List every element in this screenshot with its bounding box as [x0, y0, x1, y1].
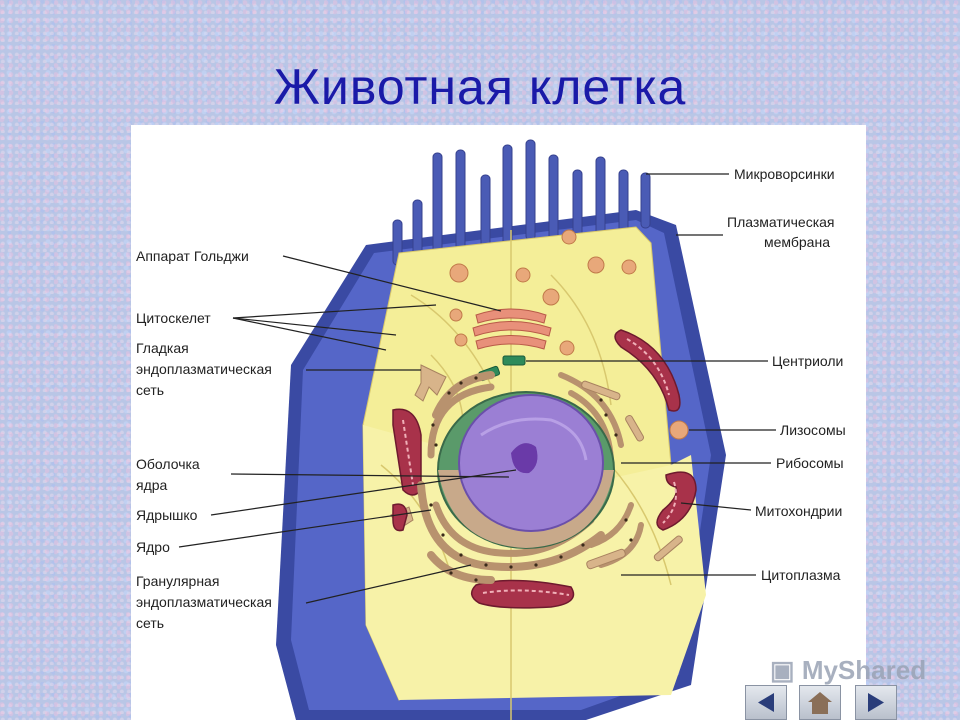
lysosomes: [449, 229, 689, 440]
nucleolus: [511, 443, 538, 474]
label-ribosomes: Рибосомы: [776, 455, 844, 471]
label-microvilli: Микроворсинки: [734, 166, 835, 182]
er-fragments: [581, 380, 683, 570]
label-smooth-er-1: Гладкая: [136, 340, 189, 356]
watermark-logo-icon: ▣: [770, 655, 795, 685]
label-rough-er-2: эндоплазматическая: [136, 594, 272, 610]
label-rough-er-3: сеть: [136, 615, 164, 631]
label-centrioles: Центриоли: [772, 353, 843, 369]
mitochondria: [392, 329, 697, 609]
page-title: Животная клетка: [273, 59, 687, 115]
label-nucleus: Ядро: [136, 539, 170, 555]
ribosome-dots: [429, 376, 633, 582]
cell-diagram: Микроворсинки Плазматическая мембрана Ап…: [131, 125, 866, 720]
microvilli: [392, 139, 651, 266]
label-cytoplasm: Цитоплазма: [761, 567, 841, 583]
prev-slide-button[interactable]: [745, 685, 787, 720]
watermark: ▣ MyShared: [770, 655, 926, 686]
next-slide-button[interactable]: [855, 685, 897, 720]
label-lysosomes: Лизосомы: [780, 422, 846, 438]
label-golgi: Аппарат Гольджи: [136, 248, 249, 264]
label-nuclear-envelope-1: Оболочка: [136, 456, 200, 472]
home-icon: [808, 692, 832, 714]
label-smooth-er-2: эндоплазматическая: [136, 361, 272, 377]
label-nucleolus: Ядрышко: [136, 507, 198, 523]
leader-lines: [178, 173, 776, 604]
label-smooth-er-3: сеть: [136, 382, 164, 398]
label-rough-er-1: Гранулярная: [136, 573, 219, 589]
label-nuclear-envelope-2: ядра: [136, 477, 168, 493]
rough-er: [417, 371, 644, 584]
home-button[interactable]: [799, 685, 841, 720]
watermark-text: MyShared: [801, 655, 927, 685]
golgi-apparatus: [472, 308, 552, 350]
triangle-left-icon: [758, 693, 774, 712]
triangle-right-icon: [868, 693, 884, 712]
label-plasma-membrane-1: Плазматическая: [727, 214, 835, 230]
label-cytoskeleton: Цитоскелет: [136, 310, 211, 326]
label-mitochondria: Митохондрии: [755, 503, 842, 519]
label-plasma-membrane-2: мембрана: [764, 234, 830, 250]
